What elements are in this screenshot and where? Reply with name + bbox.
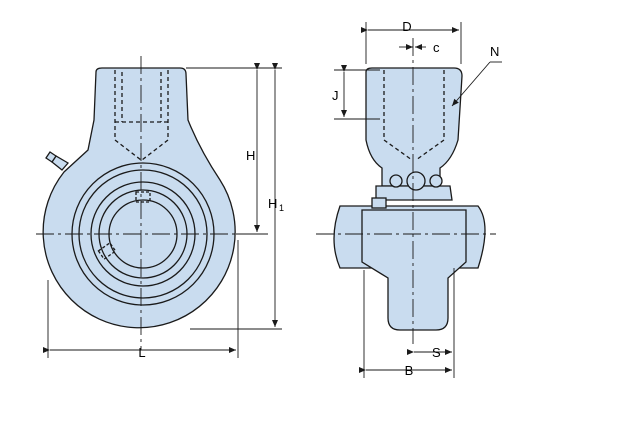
front-centerlines [36,56,252,350]
side-dimensions [334,22,502,378]
side-bearing-block [375,185,453,201]
label-H1: H [268,196,277,211]
ball-1 [406,171,426,191]
grease-fitting [45,151,70,171]
front-dimensions [43,63,282,358]
side-centerlines [316,38,496,344]
label-N: N [490,44,499,59]
set-screw-top [135,191,151,203]
collar-screw [371,197,387,209]
side-view [316,38,496,344]
front-view [36,56,252,350]
label-H1-subscript: 1 [279,203,284,213]
label-S: S [432,345,441,360]
label-H: H [246,148,255,163]
threaded-hole-hidden [114,70,169,161]
label-B: B [405,363,414,378]
set-screw-bottom [97,241,117,261]
ball-3 [389,174,403,188]
label-D: D [402,19,411,34]
label-L: L [138,345,145,360]
ball-2 [429,174,443,188]
label-c: c [433,40,440,55]
side-lower-housing [361,209,467,331]
side-housing-head [365,67,463,187]
N-leader [451,61,491,107]
label-J: J [332,88,339,103]
side-hidden-lines [383,70,445,161]
